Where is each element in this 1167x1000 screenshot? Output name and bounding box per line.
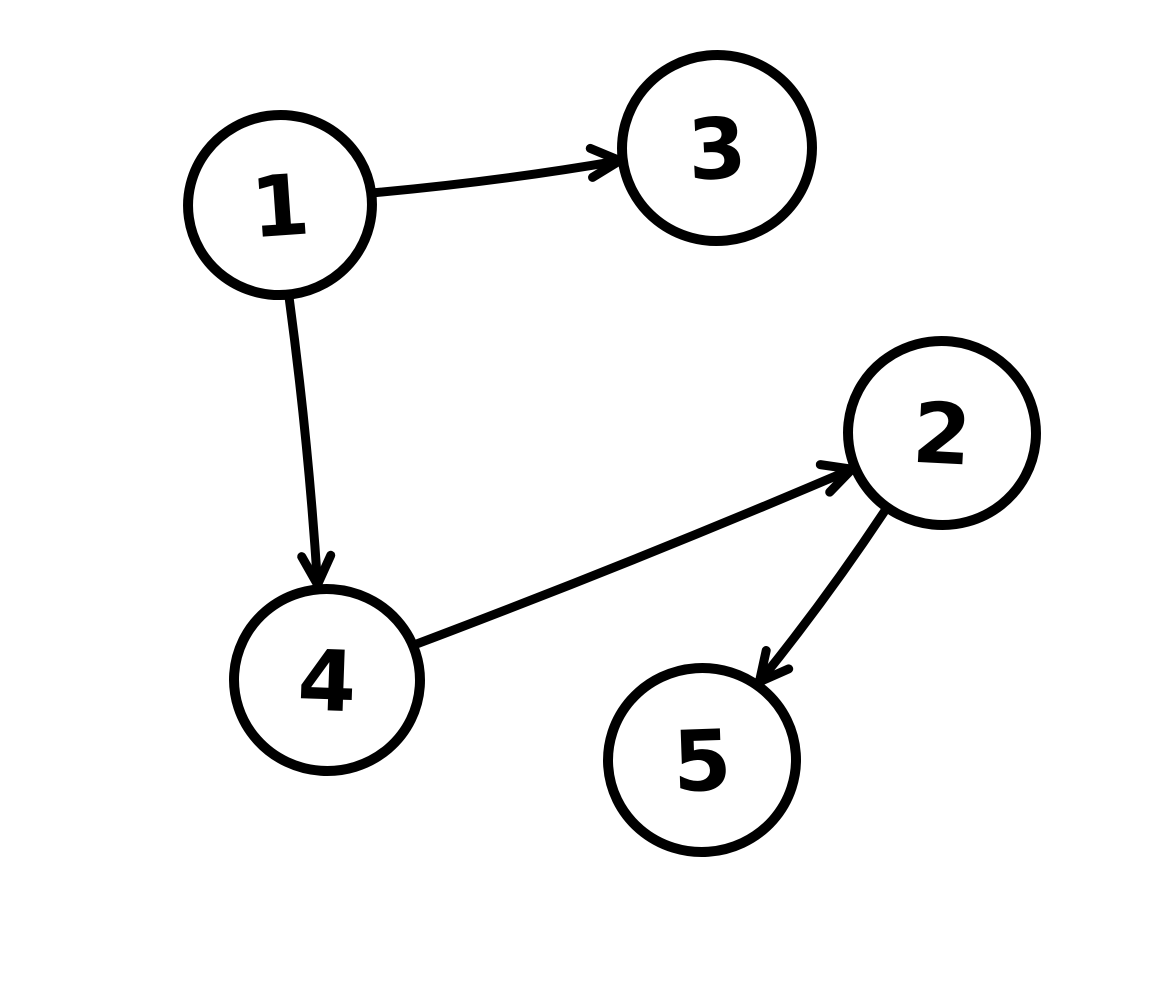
graph-node-2: 2 [843, 335, 1041, 531]
graph-edge-4-2 [411, 460, 857, 649]
node-circle [843, 335, 1041, 531]
node-label: 2 [910, 384, 974, 485]
graph-node-4: 4 [229, 583, 425, 777]
node-label: 3 [685, 99, 749, 200]
graph-edge-1-4 [284, 295, 336, 589]
edge-line [369, 156, 625, 198]
edge-line [411, 464, 857, 649]
node-label: 1 [248, 155, 313, 257]
node-circle [603, 662, 801, 858]
node-label: 4 [296, 631, 358, 731]
node-circle [229, 583, 425, 777]
graph-node-5: 5 [603, 662, 801, 858]
graph-edge-2-5 [754, 506, 890, 687]
graph-edge-1-3 [369, 143, 625, 198]
graph-node-1: 1 [183, 109, 377, 301]
edge-line [284, 295, 323, 589]
graph-node-3: 3 [617, 49, 817, 247]
node-circle [183, 109, 377, 301]
edge-line [754, 506, 890, 687]
node-circle [617, 49, 817, 247]
node-label: 5 [671, 711, 733, 811]
